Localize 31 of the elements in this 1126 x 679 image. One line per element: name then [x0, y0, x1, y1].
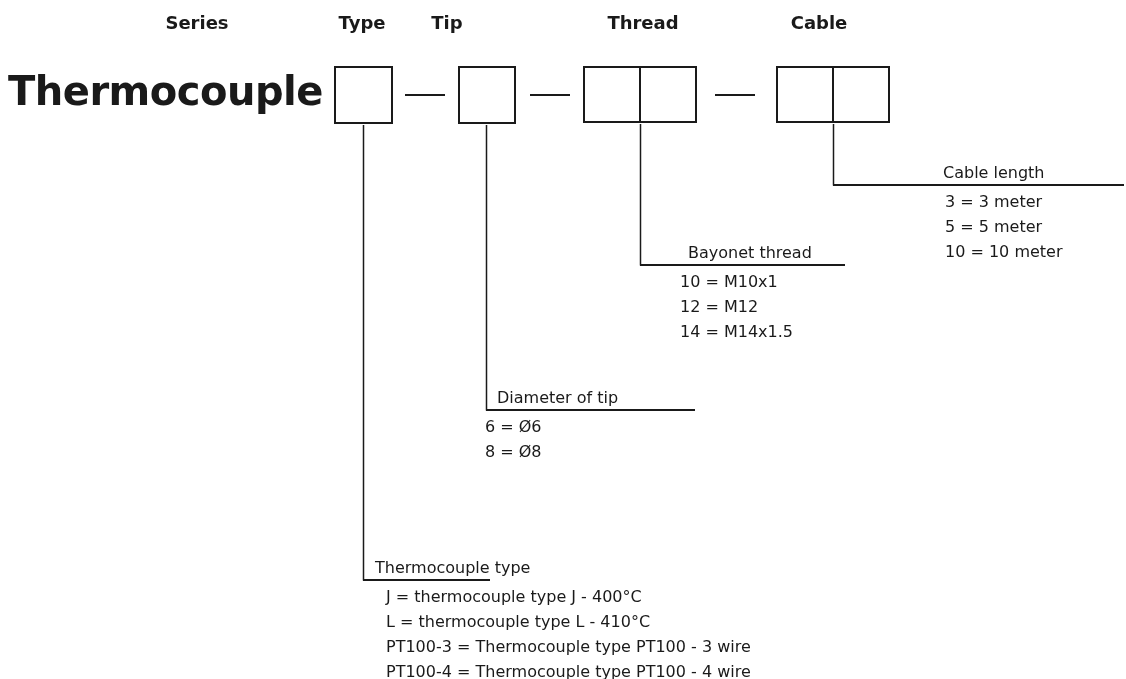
leader-line	[832, 123, 835, 187]
option-value: 3 = 3 meter	[945, 191, 1043, 213]
option-value: L = thermocouple type L - 410°C	[386, 611, 651, 633]
code-box	[832, 66, 890, 123]
option-value: 8 = Ø8	[485, 441, 542, 463]
leader-line	[485, 124, 488, 412]
option-heading: Diameter of tip	[497, 388, 619, 407]
option-value: PT100-3 = Thermocouple type PT100 - 3 wire	[386, 636, 751, 658]
column-header: Cable	[790, 12, 848, 33]
code-box	[458, 66, 516, 124]
option-heading: Bayonet thread	[688, 243, 812, 262]
option-heading: Thermocouple type	[375, 558, 531, 577]
code-box	[334, 66, 393, 124]
code-box	[776, 66, 834, 123]
code-box	[583, 66, 641, 123]
leader-line	[362, 124, 365, 582]
option-value: 10 = 10 meter	[945, 241, 1063, 263]
option-value: 10 = M10x1	[680, 271, 778, 293]
column-header: Tip	[431, 12, 463, 33]
column-header: Series	[165, 12, 229, 33]
option-value: 5 = 5 meter	[945, 216, 1043, 238]
option-value: J = thermocouple type J - 400°C	[386, 586, 642, 608]
option-value: 6 = Ø6	[485, 416, 542, 438]
series-name: Thermocouple	[8, 68, 323, 114]
option-value: 14 = M14x1.5	[680, 321, 793, 343]
code-box	[639, 66, 697, 123]
leader-line	[639, 123, 642, 267]
option-heading: Cable length	[943, 163, 1045, 182]
option-value: 12 = M12	[680, 296, 759, 318]
column-header: Type	[338, 12, 386, 33]
column-header: Thread	[607, 12, 679, 33]
